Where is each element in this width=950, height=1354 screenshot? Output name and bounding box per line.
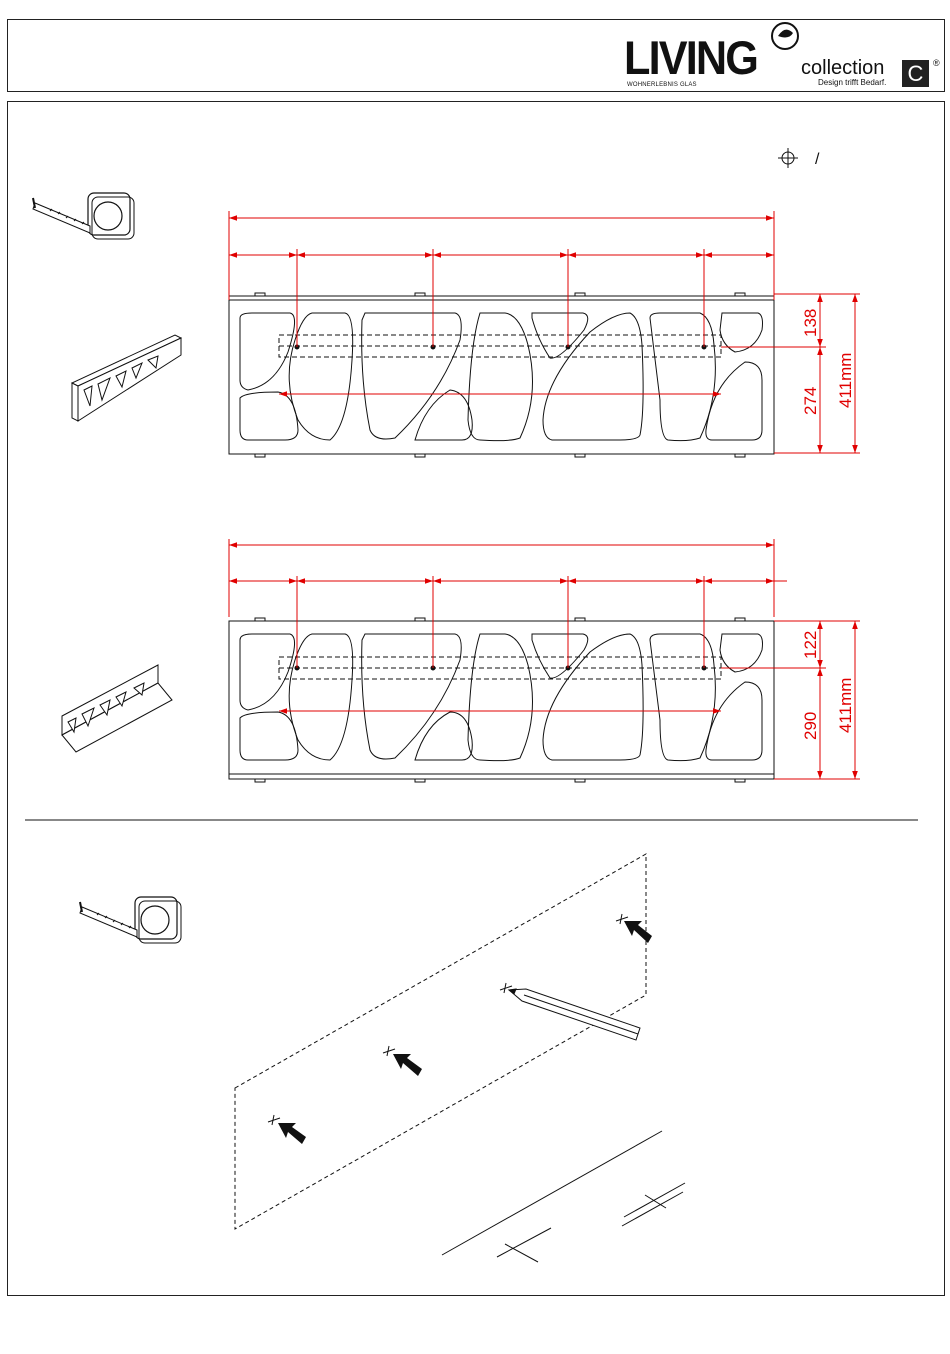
dim-upper-top: 138 xyxy=(801,309,820,337)
dim-total-top: 411mm xyxy=(836,353,855,408)
dim-lower-top: 274 xyxy=(801,387,820,415)
shelf-bracket-icon xyxy=(62,665,172,752)
shelf-front-view-top xyxy=(229,293,774,457)
dimension-lines-middle xyxy=(229,539,860,779)
shelf-front-view-middle xyxy=(229,618,774,782)
pencil-icon xyxy=(509,989,640,1040)
dim-total-middle: 411mm xyxy=(836,678,855,733)
direction-arrow-icon xyxy=(278,921,652,1144)
floor-lines xyxy=(442,1131,685,1262)
tape-measure-icon xyxy=(80,897,181,943)
shelf-bracket-icon xyxy=(72,335,181,421)
dimension-lines-top xyxy=(229,211,860,453)
dim-lower-middle: 290 xyxy=(801,712,820,740)
dim-upper-middle: 122 xyxy=(801,631,820,659)
tape-measure-icon xyxy=(33,193,134,239)
drill-mark-icon xyxy=(268,914,628,1125)
crosshair-icon xyxy=(778,148,798,168)
wall-panel xyxy=(235,854,646,1229)
legend-slash: / xyxy=(815,151,820,168)
logo-swirl-icon xyxy=(772,23,798,49)
